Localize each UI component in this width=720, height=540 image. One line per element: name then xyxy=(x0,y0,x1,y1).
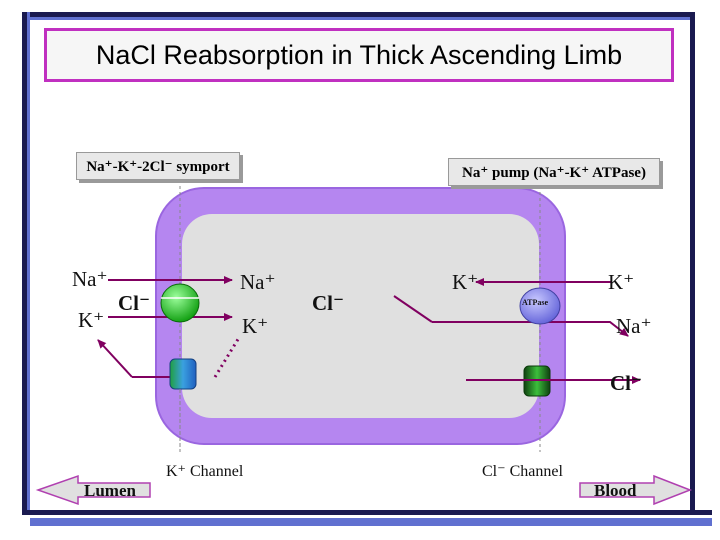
title-box: NaCl Reabsorption in Thick Ascending Lim… xyxy=(44,28,674,82)
atpase-pump-icon xyxy=(519,287,561,325)
symport-transporter-icon xyxy=(160,283,200,323)
pump-label: Na⁺ pump (Na⁺-K⁺ ATPase) xyxy=(448,158,660,186)
cell-k-ion: K⁺ xyxy=(242,314,269,338)
cell-k-pump-ion: K⁺ xyxy=(452,270,479,294)
lumen-k-ion: K⁺ xyxy=(78,308,105,332)
cl-channel-label: Cl⁻ Channel xyxy=(482,463,563,480)
blood-label: Blood xyxy=(594,481,637,500)
na-pump-arrow xyxy=(432,321,629,337)
bottom-stripe-blue xyxy=(30,518,712,526)
cell-interior xyxy=(182,214,539,418)
top-stripe-dark xyxy=(22,12,695,17)
symport-label: Na⁺-K⁺-2Cl⁻ symport xyxy=(76,152,240,180)
right-stripe-dark xyxy=(690,12,695,512)
blood-k-ion: K⁺ xyxy=(608,270,635,294)
k-return-arrow xyxy=(97,339,133,378)
left-stripe-blue xyxy=(27,12,30,512)
cell-na-ion: Na⁺ xyxy=(240,270,276,294)
lumen-arrow xyxy=(35,474,151,506)
top-stripe-blue xyxy=(22,17,695,20)
page-title: NaCl Reabsorption in Thick Ascending Lim… xyxy=(95,39,623,70)
k-channel-icon xyxy=(169,358,197,390)
k-recycle-dotted xyxy=(213,335,242,378)
k-channel-label: K⁺ Channel xyxy=(166,463,244,480)
lumen-cl-ion: Cl⁻ xyxy=(118,291,151,315)
blood-cl-ion: Cl⁻ xyxy=(610,371,643,395)
blood-na-ion: Na⁺ xyxy=(616,314,652,338)
bottom-stripe-dark xyxy=(22,510,712,515)
lumen-na-ion: Na⁺ xyxy=(72,267,108,291)
cell-cl-ion: Cl⁻ xyxy=(312,291,345,315)
left-stripe-dark xyxy=(22,12,27,512)
cl-cell-link xyxy=(393,295,433,323)
blood-arrow xyxy=(579,474,693,506)
atpase-label: ATPase xyxy=(522,298,549,307)
lumen-label: Lumen xyxy=(84,481,136,500)
